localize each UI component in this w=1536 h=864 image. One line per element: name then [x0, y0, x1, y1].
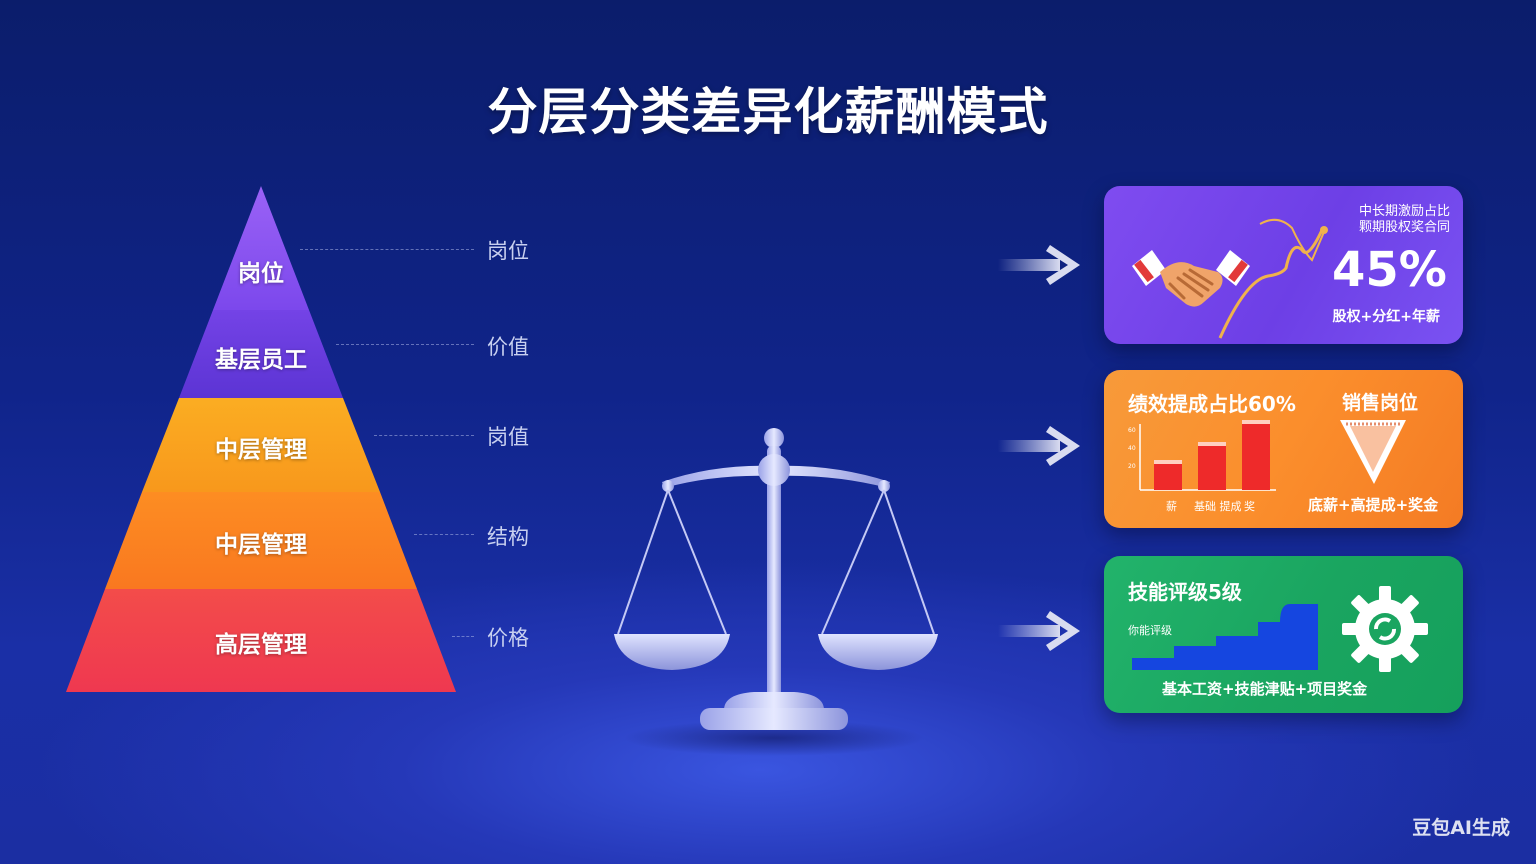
- watermark: 豆包AI生成: [1412, 817, 1510, 839]
- dimension-label-5: 价格: [487, 626, 529, 650]
- sales-subtitle: 销售岗位: [1342, 392, 1419, 414]
- pyramid-level-1: [213, 186, 309, 310]
- arrow-right-icon: [998, 611, 1080, 651]
- pyramid-label-5: 高层管理: [215, 632, 307, 658]
- bar-label-3: 奖: [1244, 500, 1255, 513]
- leader-line: [452, 636, 474, 637]
- pyramid-label-3: 中层管理: [215, 437, 307, 463]
- pyramid-label-1: 岗位: [238, 261, 284, 287]
- arrow-right-icon: [998, 426, 1080, 466]
- leader-line: [414, 534, 474, 535]
- pyramid-level-2: [179, 310, 343, 398]
- pyramid-level-4: [105, 492, 417, 589]
- leader-line: [300, 249, 474, 250]
- dimension-label-1: 岗位: [487, 239, 529, 263]
- arrow-right-icon: [998, 245, 1080, 285]
- long-term-title-line-2: 颗期股权奖合同: [1358, 220, 1450, 235]
- skill-small-label: 你能评级: [1128, 624, 1172, 637]
- sales-formula: 底薪+高提成+奖金: [1308, 496, 1439, 514]
- sales-commission-card: 绩效提成占比60% 销售岗位 60 40 20 薪 基础 提成 奖 底薪+高提成…: [1104, 370, 1463, 528]
- bar-label-1: 薪: [1166, 500, 1177, 513]
- skill-formula: 基本工资+技能津贴+项目奖金: [1162, 680, 1368, 698]
- skill-grade-card: 技能评级5级 你能评级 基本工资+技能津贴+项目奖金: [1104, 556, 1463, 713]
- leader-line: [336, 344, 474, 345]
- page-title: 分层分类差异化薪酬模式: [487, 83, 1049, 141]
- svg-text:20: 20: [1128, 463, 1136, 470]
- pyramid-label-4: 中层管理: [215, 532, 307, 558]
- handshake-icon: [1132, 250, 1250, 307]
- funnel-icon: [1340, 420, 1406, 484]
- step-chart-icon: [1132, 604, 1318, 670]
- long-term-formula: 股权+分红+年薪: [1332, 309, 1440, 325]
- skill-title: 技能评级5级: [1128, 580, 1242, 604]
- leader-line: [374, 435, 474, 436]
- long-term-title-line-1: 中长期激励占比: [1358, 204, 1450, 219]
- bar-label-2: 基础 提成: [1194, 500, 1242, 513]
- svg-text:40: 40: [1128, 445, 1136, 452]
- svg-text:60: 60: [1128, 427, 1136, 434]
- pyramid-label-2: 基层员工: [215, 347, 307, 373]
- pyramid-level-5: [66, 589, 456, 692]
- balance-scale-icon: [614, 428, 938, 756]
- long-term-incentive-card: 中长期激励占比 颗期股权奖合同 45% 股权+分红+年薪: [1104, 186, 1463, 344]
- gear-icon: [1342, 586, 1428, 672]
- dimension-label-2: 价值: [487, 335, 529, 359]
- salary-pyramid: 岗位 基层员工 中层管理 中层管理 高层管理: [66, 186, 456, 692]
- dimension-label-3: 岗值: [487, 425, 529, 449]
- sales-title: 绩效提成占比60%: [1128, 392, 1296, 416]
- dimension-label-4: 结构: [487, 525, 529, 549]
- long-term-value: 45%: [1332, 242, 1447, 298]
- growth-line-icon: [1218, 218, 1328, 339]
- bar-chart-icon: 60 40 20: [1128, 420, 1276, 491]
- pyramid-level-3: [142, 398, 380, 492]
